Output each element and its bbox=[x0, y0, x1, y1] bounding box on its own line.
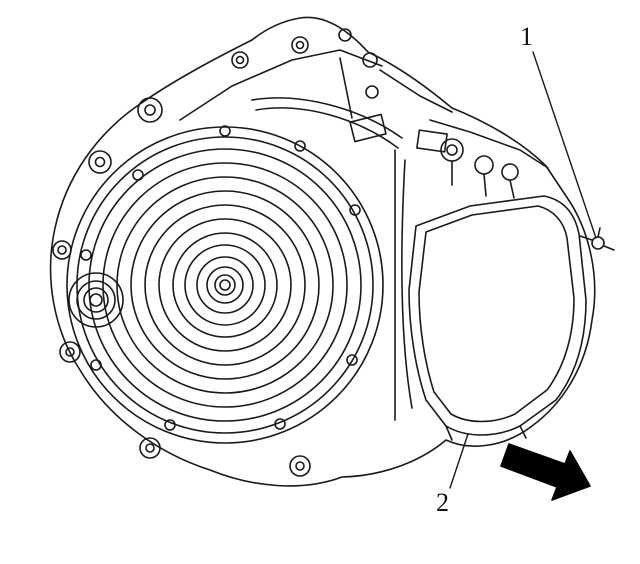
leader-line-1 bbox=[532, 51, 597, 239]
case-outline bbox=[49, 16, 596, 487]
torque-converter-rings bbox=[66, 125, 384, 444]
leader-line-2 bbox=[449, 433, 469, 489]
leader-lines bbox=[449, 51, 597, 489]
callout-2-label: 2 bbox=[436, 488, 449, 517]
end-cover bbox=[408, 195, 587, 441]
vent-fitting bbox=[579, 227, 615, 251]
callout-1-label: 1 bbox=[520, 22, 533, 51]
top-components bbox=[179, 28, 549, 421]
axle-seal-hub bbox=[68, 272, 124, 328]
direction-arrow bbox=[500, 443, 591, 501]
